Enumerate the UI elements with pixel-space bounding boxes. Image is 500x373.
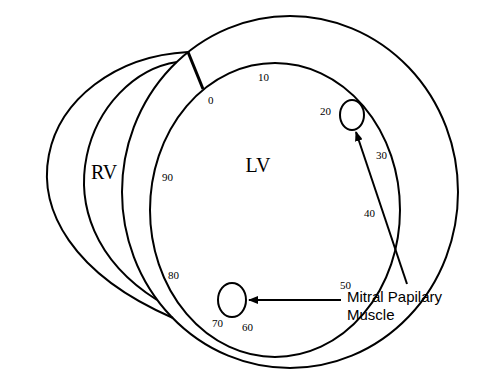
papillary-muscle (340, 100, 364, 130)
papillary-muscle (218, 283, 246, 317)
right-ventricle: RV (0, 40, 200, 330)
angle-number: 20 (320, 106, 331, 117)
rv-wall (84, 62, 177, 300)
chamber-label: LV (246, 155, 271, 175)
angle-number: 40 (364, 208, 375, 219)
angle-number: 0 (208, 95, 214, 106)
rv-wall (47, 52, 188, 318)
lv-outer-wall (122, 16, 458, 368)
angle-number: 70 (212, 318, 223, 329)
chamber-label: RV (91, 162, 117, 182)
angle-number: 30 (376, 150, 387, 161)
reference-line (188, 52, 203, 89)
callout-label: Mitral Papilary Muscle (347, 288, 487, 324)
angle-number: 90 (162, 172, 173, 183)
angle-number: 60 (242, 322, 253, 333)
angle-number: 10 (258, 72, 269, 83)
leader-arrow (249, 299, 341, 301)
angle-number: 80 (168, 270, 179, 281)
chamber-outline (0, 40, 200, 330)
